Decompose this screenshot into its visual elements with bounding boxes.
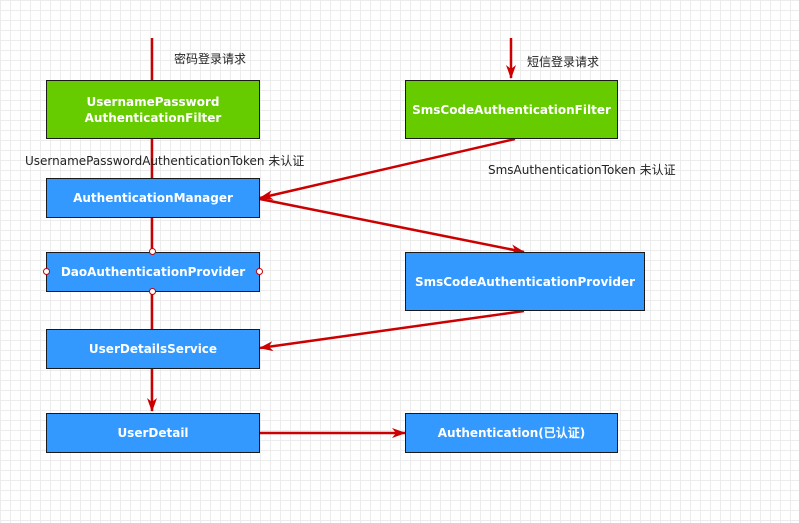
arrow-sms-provider-to-service <box>259 309 525 352</box>
sms-code-filter-node[interactable]: SmsCodeAuthenticationFilter <box>405 80 618 139</box>
sms-code-authentication-provider-node[interactable]: SmsCodeAuthenticationProvider <box>405 252 645 311</box>
sms-token-label: SmsAuthenticationToken 未认证 <box>488 163 676 177</box>
username-password-filter-label: UsernamePassword AuthenticationFilter <box>84 94 222 125</box>
authentication-label: Authentication(已认证) <box>437 426 586 440</box>
sms-code-filter-label: SmsCodeAuthenticationFilter <box>412 102 611 117</box>
user-detail-node[interactable]: UserDetail <box>46 413 260 453</box>
username-password-token-label: UsernamePasswordAuthenticationToken 未认证 <box>25 154 305 168</box>
arrow-manager-to-sms-provider <box>259 197 525 255</box>
password-login-request-label: 密码登录请求 <box>174 52 247 66</box>
arrow-sms-filter-to-manager <box>259 137 516 200</box>
selection-handle-bottom[interactable] <box>149 288 156 295</box>
authentication-node[interactable]: Authentication(已认证) <box>405 413 618 453</box>
dao-authentication-provider-label: DaoAuthenticationProvider <box>60 265 246 279</box>
selection-handle-right[interactable] <box>256 268 263 275</box>
user-details-service-node[interactable]: UserDetailsService <box>46 329 260 369</box>
authentication-manager-label: AuthenticationManager <box>73 191 233 205</box>
sms-code-authentication-provider-label: SmsCodeAuthenticationProvider <box>414 274 636 289</box>
authentication-manager-node[interactable]: AuthenticationManager <box>46 178 260 218</box>
selection-handle-top[interactable] <box>149 248 156 255</box>
user-details-service-label: UserDetailsService <box>88 342 218 356</box>
dao-authentication-provider-node[interactable]: DaoAuthenticationProvider <box>46 252 260 292</box>
username-password-filter-node[interactable]: UsernamePassword AuthenticationFilter <box>46 80 260 139</box>
sms-login-request-label: 短信登录请求 <box>527 55 600 69</box>
selection-handle-left[interactable] <box>43 268 50 275</box>
user-detail-label: UserDetail <box>117 426 189 440</box>
